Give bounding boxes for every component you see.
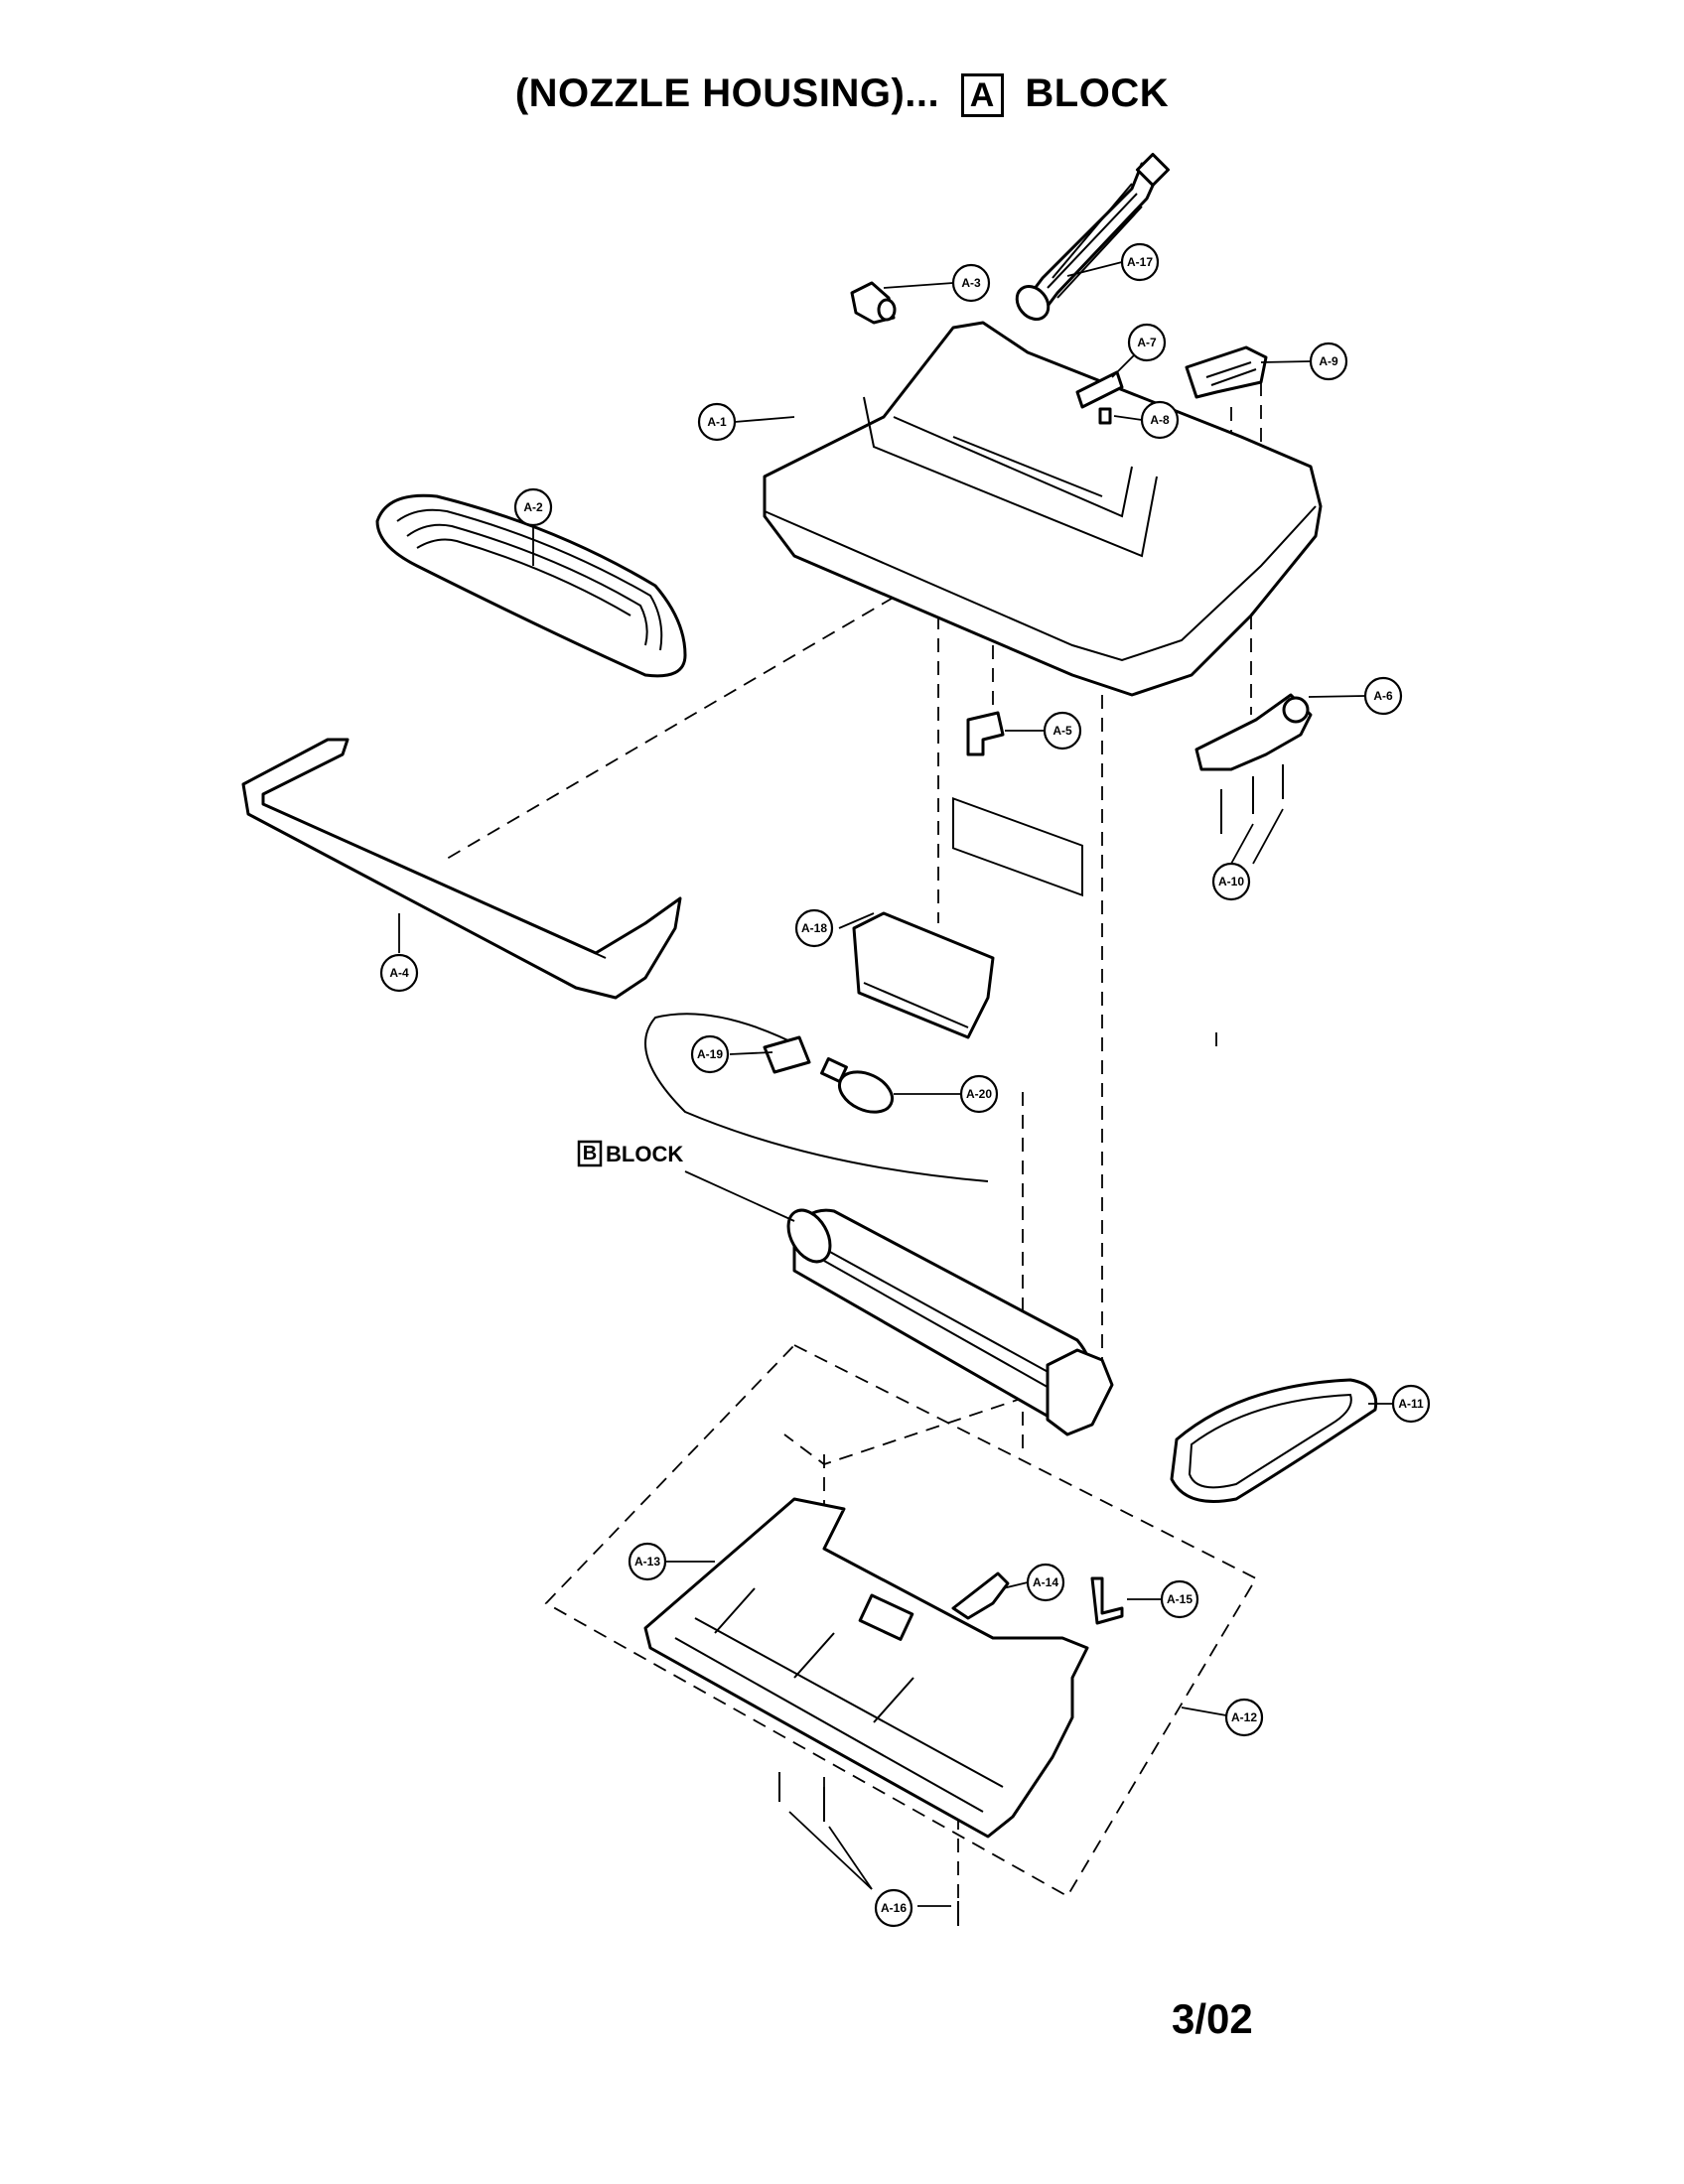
callout-a15: A-15: [1160, 1579, 1199, 1619]
revision-date: 3/02: [1172, 1995, 1253, 2042]
callout-a19-label: A-19: [697, 1047, 723, 1061]
callout-a11: A-11: [1391, 1384, 1431, 1424]
b-block-label: B BLOCK: [577, 1140, 683, 1167]
callout-a7: A-7: [1127, 323, 1167, 362]
callout-a5-label: A-5: [1052, 724, 1072, 738]
callout-a20-label: A-20: [966, 1087, 992, 1101]
grille-part: [375, 493, 687, 678]
bumper-part: [241, 738, 682, 1000]
callout-a17: A-17: [1120, 242, 1160, 282]
clip-part: [1075, 370, 1124, 425]
pedal-part: [1185, 345, 1268, 399]
callout-a12-label: A-12: [1231, 1710, 1257, 1724]
callout-a11-label: A-11: [1398, 1397, 1424, 1411]
callout-a10-label: A-10: [1218, 875, 1244, 888]
hose-part: [1015, 152, 1171, 321]
brush-roll-part: [786, 1208, 1114, 1436]
callout-a1: A-1: [697, 402, 737, 442]
callout-a7-label: A-7: [1137, 336, 1157, 349]
screws-part: [1220, 764, 1284, 834]
callout-a18-label: A-18: [801, 921, 827, 935]
cap-part: [850, 281, 897, 325]
callout-a5: A-5: [1043, 711, 1082, 751]
callout-a10: A-10: [1211, 862, 1251, 901]
callout-a16-label: A-16: [881, 1901, 907, 1915]
callout-a13: A-13: [628, 1542, 667, 1581]
callout-a14-label: A-14: [1033, 1575, 1058, 1589]
callout-a20: A-20: [959, 1074, 999, 1114]
callout-a2: A-2: [513, 487, 553, 527]
small-hardware-parts: [951, 1571, 1124, 1625]
callout-a12: A-12: [1224, 1698, 1264, 1737]
callout-a3: A-3: [951, 263, 991, 303]
callout-a6-label: A-6: [1373, 689, 1393, 703]
lamp-cover-part: [852, 911, 995, 1039]
callout-a13-label: A-13: [634, 1555, 660, 1569]
callout-a3-label: A-3: [961, 276, 981, 290]
callout-a4-label: A-4: [389, 966, 409, 980]
title-block-letter: A: [960, 73, 1004, 117]
nozzle-housing-part: [763, 321, 1323, 897]
small-clip-part: [966, 711, 1005, 756]
callout-a9-label: A-9: [1319, 354, 1338, 368]
callout-a17-label: A-17: [1127, 255, 1153, 269]
title-prefix: (NOZZLE HOUSING)...: [514, 71, 940, 115]
b-block-letter: B: [583, 1143, 597, 1164]
diagram-title: (NOZZLE HOUSING)... A BLOCK: [0, 71, 1684, 117]
title-suffix: BLOCK: [1025, 71, 1170, 115]
belt-part: [1170, 1378, 1378, 1503]
base-plate-part: [643, 1497, 1089, 1839]
callout-a2-label: A-2: [523, 500, 543, 514]
callout-a19: A-19: [690, 1034, 730, 1074]
callout-a18: A-18: [794, 908, 834, 948]
callout-a14: A-14: [1026, 1563, 1065, 1602]
callout-a8-label: A-8: [1150, 413, 1170, 427]
callout-a1-label: A-1: [707, 415, 727, 429]
base-screws-part: [778, 1772, 959, 1926]
bracket-part: [1194, 693, 1313, 771]
callout-a8: A-8: [1140, 400, 1180, 440]
callout-a4: A-4: [379, 953, 419, 993]
b-block-text: BLOCK: [606, 1142, 683, 1166]
callout-a15-label: A-15: [1167, 1592, 1193, 1606]
callout-a16: A-16: [874, 1888, 913, 1928]
callout-a6: A-6: [1363, 676, 1403, 716]
wire-and-bulb-part: [644, 1013, 989, 1182]
callout-a9: A-9: [1309, 341, 1348, 381]
